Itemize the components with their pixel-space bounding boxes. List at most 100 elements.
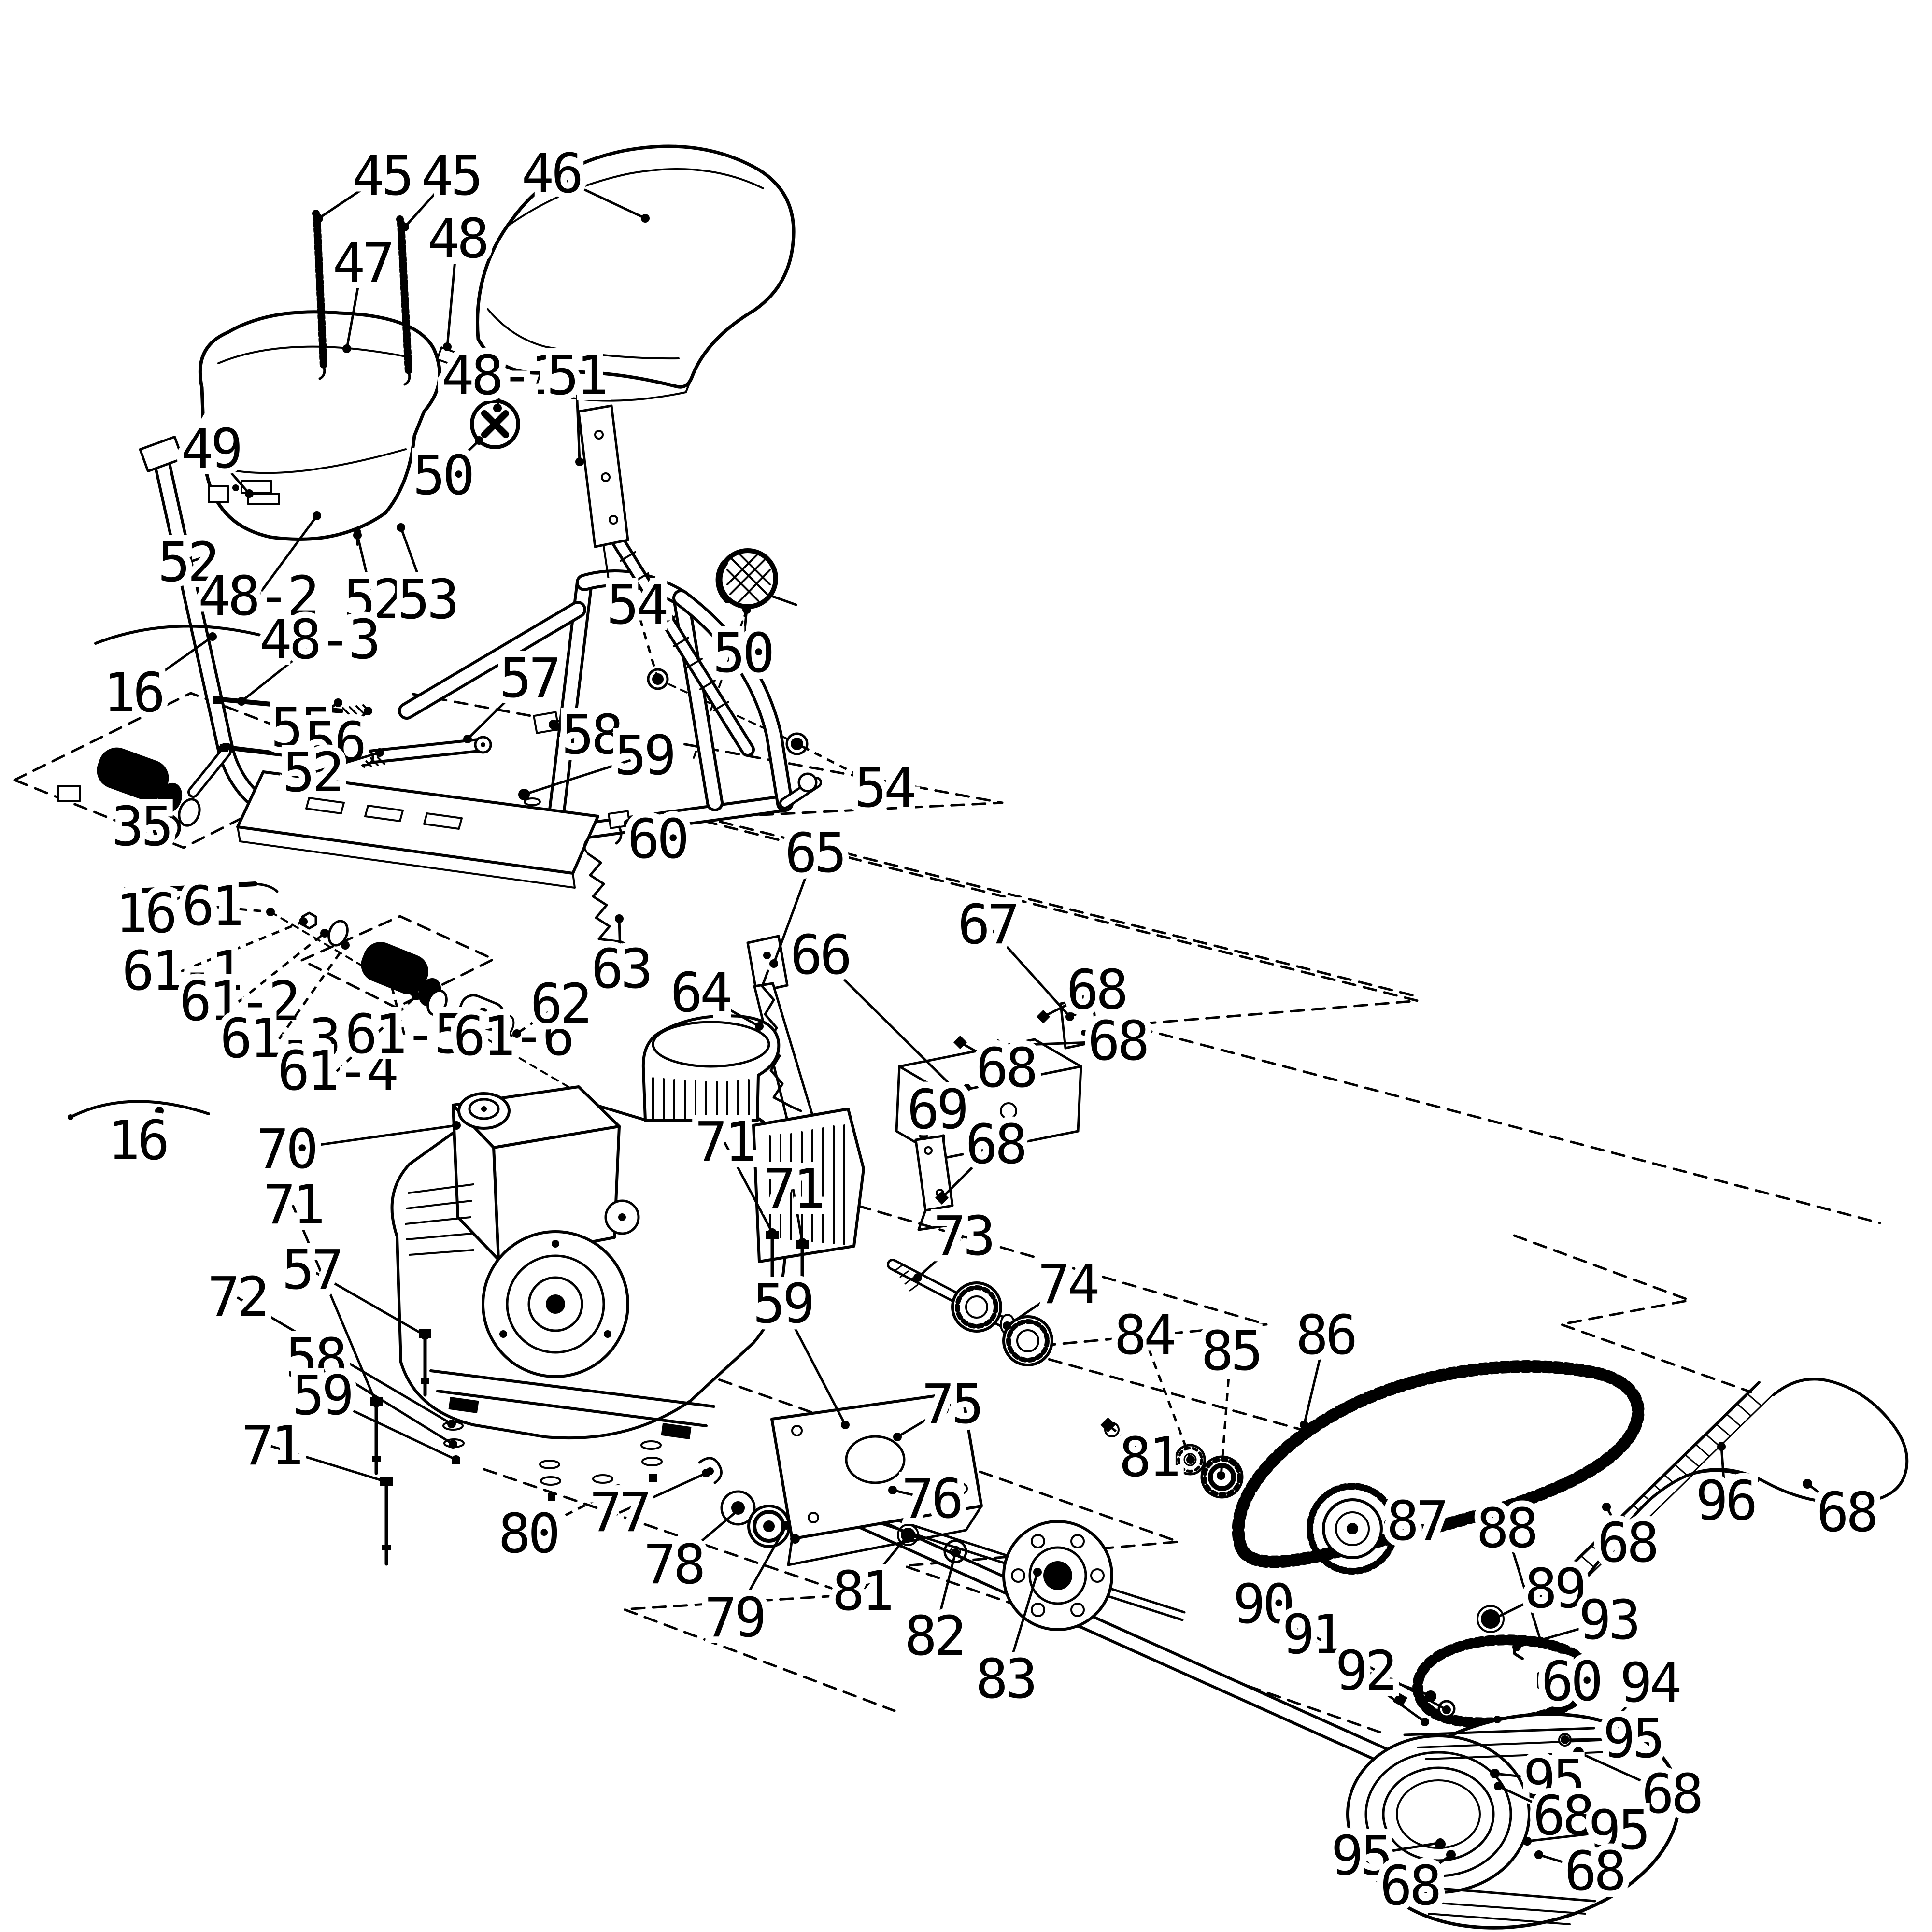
leader-line-88-65 [1505,1528,1542,1642]
callout-68: 68 [1380,1855,1439,1918]
leader-dot-71-47 [768,1228,777,1237]
callout-68: 68 [1597,1512,1657,1575]
callout-81: 81 [832,1560,892,1623]
callout-61-2: 61-2 [179,970,298,1033]
callout-68: 68 [1564,1840,1624,1903]
callout-93: 93 [1579,1589,1638,1652]
callout-61-5: 61-5 [345,1003,464,1066]
engine-recoil-starter [482,1230,629,1378]
leader-dot-61-2-29 [320,929,329,938]
leader-dot-48-2-11 [313,511,321,520]
leader-line-16-45 [136,1110,161,1142]
leader-line-68-42 [959,1041,1007,1070]
leader-line-94-73 [1607,1682,1650,1726]
callout-56: 56 [305,711,364,774]
callout-64: 64 [670,962,730,1024]
callout-72: 72 [208,1266,267,1329]
callout-50: 50 [413,444,472,507]
leader-dot-65-37 [769,959,778,968]
seat [476,144,796,402]
callout-91: 91 [1282,1604,1342,1666]
leader-line-50-8 [441,440,480,477]
leader-line-53-13 [399,527,428,600]
callout-71: 71 [242,1415,301,1477]
callout-68: 68 [966,1113,1025,1176]
leader-line-80-74 [527,1487,619,1535]
callout-61-4: 61-4 [277,1040,397,1103]
callout-73: 73 [934,1205,993,1268]
leader-line-75-58 [896,1403,952,1438]
leader-line-55-17 [299,701,339,730]
leader-line-61-2-29 [238,932,326,1003]
callout-54: 54 [854,757,914,820]
leader-line-58-52 [314,1357,454,1446]
leader-dot-59-21 [520,790,528,799]
leader-line-82-79 [933,1552,957,1637]
callout-52: 52 [283,741,342,804]
callout-78: 78 [644,1534,703,1596]
leader-line-96-89 [1720,1446,1727,1502]
leader-dot-75-58 [893,1433,902,1441]
engine-mount-bracket [895,995,1099,1231]
leader-line-48-2-11 [256,515,318,597]
leader-line-81-63 [1107,1424,1150,1459]
callout-88: 88 [1477,1497,1536,1560]
callout-55: 55 [271,697,330,760]
leader-line-67-39 [986,924,1071,1018]
leader-dot-50-9 [742,605,751,614]
drive-chain-88 [1412,1634,1595,1728]
leader-dot-80-74 [614,1484,623,1493]
callout-58: 58 [285,1327,345,1390]
leader-dot-71-48 [798,1238,807,1247]
leader-dot-55-17 [334,698,342,707]
callout-69: 69 [907,1079,966,1141]
callout-95: 95 [1523,1748,1583,1811]
callout-60: 60 [627,808,687,871]
callout-45: 45 [352,145,412,208]
leader-dot-61-5-32 [382,962,391,970]
leader-dot-77-75 [702,1469,710,1477]
leader-dot-71-54 [382,1477,391,1486]
callout-16: 16 [108,1109,167,1172]
engine-fuel-tank [452,1085,621,1261]
leader-dot-86-62 [1300,1421,1308,1429]
leader-line-62-34 [516,1003,561,1035]
callout-48-3: 48-3 [259,609,378,671]
callout-48: 48 [427,208,487,270]
callout-74: 74 [1038,1253,1098,1316]
callout-59: 59 [614,724,674,787]
leader-line-89-67 [1490,1588,1555,1622]
leader-line-85-61 [1220,1351,1232,1476]
leader-dot-72-51 [447,1420,456,1428]
leader-dot-45-1 [400,223,409,231]
callout-68: 68 [1066,959,1126,1022]
callout-52: 52 [158,531,217,594]
leader-line-52-22 [312,751,380,774]
leader-dot-53-13 [397,523,405,532]
leader-dot-90-69 [1421,1718,1429,1726]
leader-line-60-72 [1541,1678,1571,1683]
leader-line-95-81 [1564,1737,1633,1741]
leader-dot-68-41 [994,1041,1002,1050]
leader-line-61-6-33 [482,1011,513,1037]
leader-dot-68-84 [1494,1782,1503,1790]
leader-dot-81-78 [904,1531,912,1539]
callout-16: 16 [103,662,163,724]
leader-dot-57-19 [463,735,472,743]
leader-dot-68-66 [1602,1503,1611,1511]
leader-dot-69-43 [919,1132,928,1140]
leader-dot-48-4 [443,342,452,351]
callout-45: 45 [421,145,481,208]
callout-90: 90 [1233,1573,1293,1636]
leader-line-60-24 [627,822,658,841]
tube-hatch [620,551,729,711]
leader-line-16-26 [144,891,192,915]
callout-61-3: 61-3 [220,1008,339,1070]
callout-70: 70 [256,1118,316,1181]
leader-dot-68-82 [1574,1748,1583,1757]
engine-muffler [752,1108,865,1263]
leader-dot-93-68 [1512,1643,1521,1651]
leader-dot-95-85 [1523,1837,1532,1846]
callout-60: 60 [1541,1650,1601,1713]
